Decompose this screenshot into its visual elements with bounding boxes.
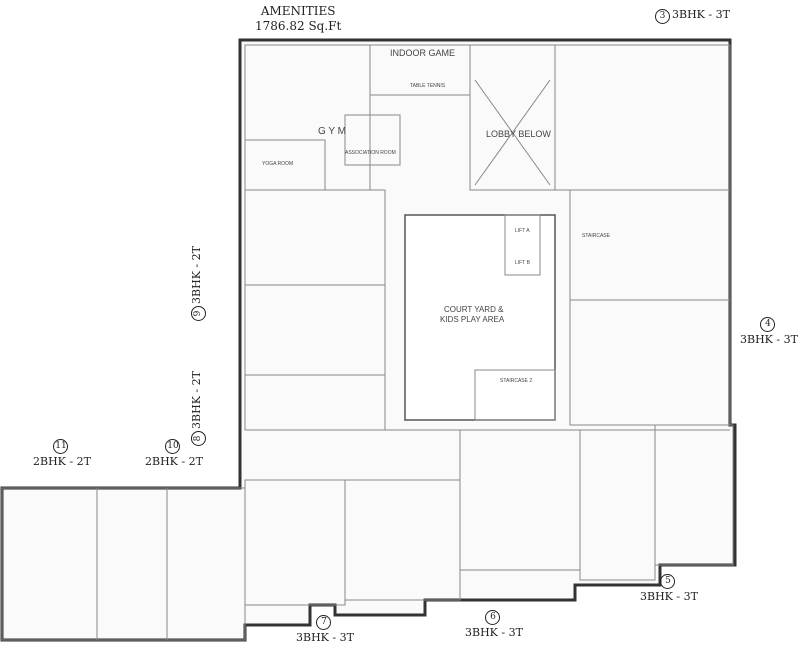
lift-b-label: LIFT B — [515, 260, 530, 266]
gym-label: G Y M — [318, 126, 346, 137]
courtyard-label: COURT YARD & — [444, 305, 504, 314]
indoor-game-label: INDOOR GAME — [390, 48, 456, 58]
room-walls — [1, 44, 734, 641]
amenities-area: 1786.82 Sq.Ft — [255, 19, 342, 33]
staircase-label: STAIRCASE — [582, 233, 610, 239]
unit-8-label: 83BHK - 2T — [189, 371, 206, 446]
kids-play-area-label: KIDS PLAY AREA — [440, 315, 505, 324]
courtyard-outline — [404, 214, 556, 421]
yoga-room-label: YOGA ROOM — [262, 161, 294, 167]
amenities-heading: AMENITIES 1786.82 Sq.Ft — [255, 4, 341, 34]
amenities-title: AMENITIES — [260, 4, 336, 18]
building-outline — [0, 38, 737, 642]
association-room-label: ASSOCIATION ROOM — [345, 150, 396, 156]
table-tennis-label: TABLE TENNIS — [410, 83, 446, 89]
unit-9-label: 93BHK - 2T — [189, 246, 206, 321]
lobby-below-label: LOBBY BELOW — [486, 129, 551, 139]
lift-a-label: LIFT A — [515, 228, 530, 234]
staircase-2-label: STAIRCASE 2 — [500, 378, 533, 384]
